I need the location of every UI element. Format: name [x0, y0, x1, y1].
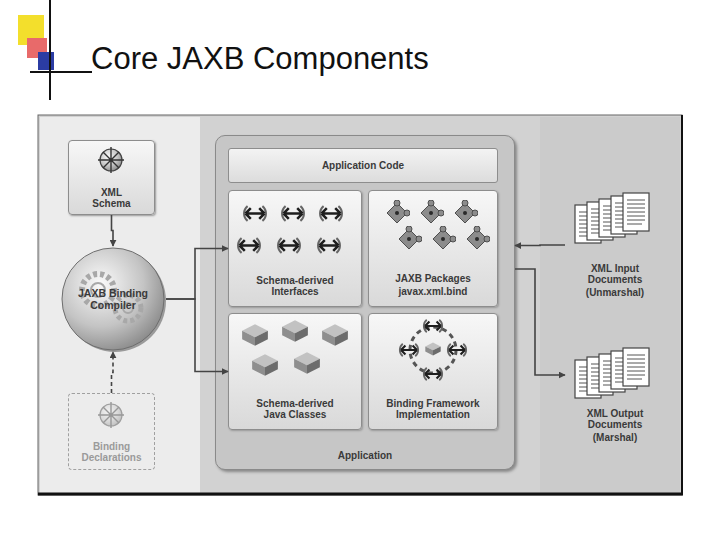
icon-star — [98, 402, 124, 428]
node-label: javax.xml.bind — [399, 286, 468, 297]
interface-icon — [424, 368, 442, 380]
interface-icon — [448, 344, 466, 356]
interface-icon — [424, 320, 442, 332]
node-label: Binding Framework Implementation — [377, 398, 489, 420]
document-page — [623, 193, 649, 231]
figure-frame — [38, 115, 682, 495]
node-label: Binding Declarations — [72, 441, 152, 463]
package-icon — [455, 200, 478, 223]
class-icon — [282, 320, 308, 341]
rule-line — [49, 0, 51, 100]
interface-icon — [244, 206, 266, 221]
compiler-circle: JAXB Binding Compiler — [60, 246, 166, 352]
output-documents — [575, 348, 649, 398]
flow-arrow — [166, 249, 228, 300]
document-page — [599, 199, 625, 237]
component-box: Schema-derived Java Classes — [228, 313, 362, 430]
icon-star — [98, 147, 124, 173]
document-page — [587, 202, 613, 240]
interface-icon — [278, 238, 300, 253]
class-icon — [242, 324, 268, 345]
frame-edge — [681, 115, 683, 495]
component-box: JAXB Packages javax.xml.bind — [368, 190, 498, 307]
node-label: XML Output Documents — [579, 408, 651, 430]
icon-ball — [100, 149, 122, 171]
document-page — [575, 360, 601, 398]
document-page — [599, 354, 625, 392]
flow-arrow — [515, 244, 565, 246]
component-box: Schema-derived Interfaces — [228, 190, 362, 307]
interface-icon — [238, 238, 260, 253]
node-label: Application — [338, 450, 392, 461]
document-page — [623, 348, 649, 386]
class-icon — [252, 354, 278, 375]
package-icon — [399, 226, 422, 249]
class-icon — [294, 352, 320, 373]
interface-icons — [238, 206, 342, 253]
node-label: JAXB Packages — [395, 273, 471, 284]
node-label: XML Input Documents — [579, 263, 651, 285]
icon-ball — [100, 404, 122, 426]
circle-body — [62, 248, 164, 350]
flow-arrow — [112, 352, 114, 393]
framework-icon — [400, 320, 466, 380]
schema-box: XML Schema — [68, 140, 155, 215]
class-icon — [322, 324, 348, 345]
document-page — [611, 351, 637, 389]
frame-edge — [38, 493, 683, 496]
node-label: (Unmarshal) — [586, 287, 644, 298]
class-icons — [242, 320, 348, 375]
node-label: XML Schema — [84, 187, 140, 209]
bullet-square — [38, 52, 54, 70]
component-box: Binding Framework Implementation — [368, 313, 498, 430]
package-icons — [387, 200, 490, 249]
node-label: (Marshal) — [593, 432, 637, 443]
code-bar: Application Code — [228, 148, 498, 183]
document-stack: XML Input Documents (Unmarshal) — [565, 190, 665, 300]
frame-panel — [40, 117, 200, 493]
input-documents — [575, 193, 649, 243]
interface-icon — [282, 206, 304, 221]
document-stack: XML Output Documents (Marshal) — [565, 345, 665, 445]
slide-title: Core JAXB Components — [91, 41, 429, 77]
flow-arrow — [112, 215, 114, 246]
interface-icon — [318, 238, 340, 253]
node-label: Application Code — [322, 160, 404, 171]
document-page — [587, 357, 613, 395]
application-panel: Application Application CodeSchema-derive… — [215, 135, 515, 470]
package-icon — [433, 226, 456, 249]
rule-line — [30, 71, 92, 73]
package-icon — [467, 226, 490, 249]
interface-icon — [320, 206, 342, 221]
declarations-box: Binding Declarations — [68, 393, 155, 470]
declarations-icon — [98, 402, 124, 428]
node-label: Schema-derived Java Classes — [249, 398, 341, 420]
class-icon — [425, 343, 440, 356]
node-label: JAXB Binding Compiler — [73, 287, 153, 311]
framework-ring — [410, 327, 456, 373]
schema-icon — [98, 147, 124, 173]
package-icon — [421, 200, 444, 223]
package-icon — [387, 200, 410, 223]
flow-arrow — [515, 269, 565, 375]
document-page — [575, 205, 601, 243]
node-label: Schema-derived Interfaces — [254, 275, 336, 297]
frame-panel — [540, 117, 680, 493]
document-page — [611, 196, 637, 234]
flow-arrow — [166, 299, 228, 372]
interface-icon — [400, 344, 418, 356]
